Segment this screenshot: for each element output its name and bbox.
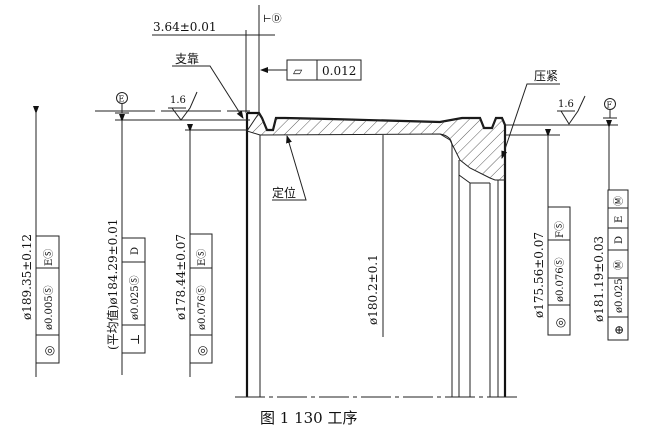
fcf-datum: E xyxy=(614,216,625,223)
datum-f-letter: F xyxy=(607,101,613,110)
dimension-181-19: ø181.19±0.03 Ⓜ E D Ⓜ ø0.025 ⊕ xyxy=(592,189,629,341)
dimension-175-56: ø175.56±0.07 FⓈ ø0.076Ⓢ ◎ xyxy=(532,206,571,336)
dimension-text: (平均值)ø184.29±0.01 xyxy=(105,219,120,350)
width-dimension-text: 3.64±0.01 xyxy=(153,20,217,34)
locate-label: 定位 xyxy=(272,185,296,200)
fcf-datum: FⓈ xyxy=(554,221,566,238)
fcf-datum: D xyxy=(130,247,141,255)
roughness-symbol-left: 1.6 xyxy=(168,91,198,121)
figure-caption: 图 1 130 工序 xyxy=(260,409,357,427)
dimension-178-44: ø178.44±0.07 EⓈ ø0.076Ⓢ ◎ xyxy=(174,233,213,364)
concentricity-icon: ◎ xyxy=(195,346,209,356)
fcf-datum: EⓈ xyxy=(196,249,208,266)
dimension-189-35: ø189.35±0.12 EⓈ ø0.005Ⓢ ◎ xyxy=(20,234,60,364)
flatness-callout: ▱ 0.012 xyxy=(260,59,362,81)
width-dimension: 3.64±0.01 ⊢Ⓓ xyxy=(152,5,282,113)
datum-d-symbol: ⊢Ⓓ xyxy=(263,13,282,25)
perpendicularity-icon: ⊥ xyxy=(128,334,142,345)
fcf-modifier: Ⓜ xyxy=(613,196,625,206)
flatness-value: 0.012 xyxy=(322,64,356,78)
part-section xyxy=(235,111,518,398)
datum-e-letter: E xyxy=(119,95,125,104)
fcf-modifier: Ⓜ xyxy=(613,260,625,270)
dimension-184-29: (平均值)ø184.29±0.01 D ø0.025Ⓢ ⊥ xyxy=(105,219,146,354)
roughness-value: 1.6 xyxy=(558,99,574,110)
concentricity-icon: ◎ xyxy=(42,346,56,356)
dimension-text: ø189.35±0.12 xyxy=(20,234,34,320)
dimension-text: ø181.19±0.03 xyxy=(592,236,606,322)
datum-e-symbol: E xyxy=(115,92,129,114)
fcf-datum: D xyxy=(614,236,625,244)
dimension-text: ø175.56±0.07 xyxy=(532,232,546,318)
dimension-180-2-text: ø180.2±0.1 xyxy=(366,254,380,325)
datum-f-symbol: F xyxy=(603,98,617,119)
dimension-text: ø178.44±0.07 xyxy=(174,234,188,320)
concentricity-icon: ◎ xyxy=(553,318,567,328)
flatness-icon: ▱ xyxy=(293,64,303,78)
support-label: 支靠 xyxy=(175,52,199,66)
fcf-tolerance: ø0.005Ⓢ xyxy=(43,285,55,330)
press-label: 压紧 xyxy=(534,69,558,83)
fcf-tolerance: ø0.025Ⓢ xyxy=(129,275,141,320)
fcf-tolerance: ø0.025 xyxy=(614,278,625,313)
fcf-tolerance: ø0.076Ⓢ xyxy=(554,257,566,302)
roughness-value: 1.6 xyxy=(170,95,186,106)
roughness-symbol-right: 1.6 xyxy=(557,95,586,125)
position-icon: ⊕ xyxy=(612,325,626,335)
fcf-tolerance: ø0.076Ⓢ xyxy=(196,285,208,330)
fcf-datum: EⓈ xyxy=(43,249,55,266)
